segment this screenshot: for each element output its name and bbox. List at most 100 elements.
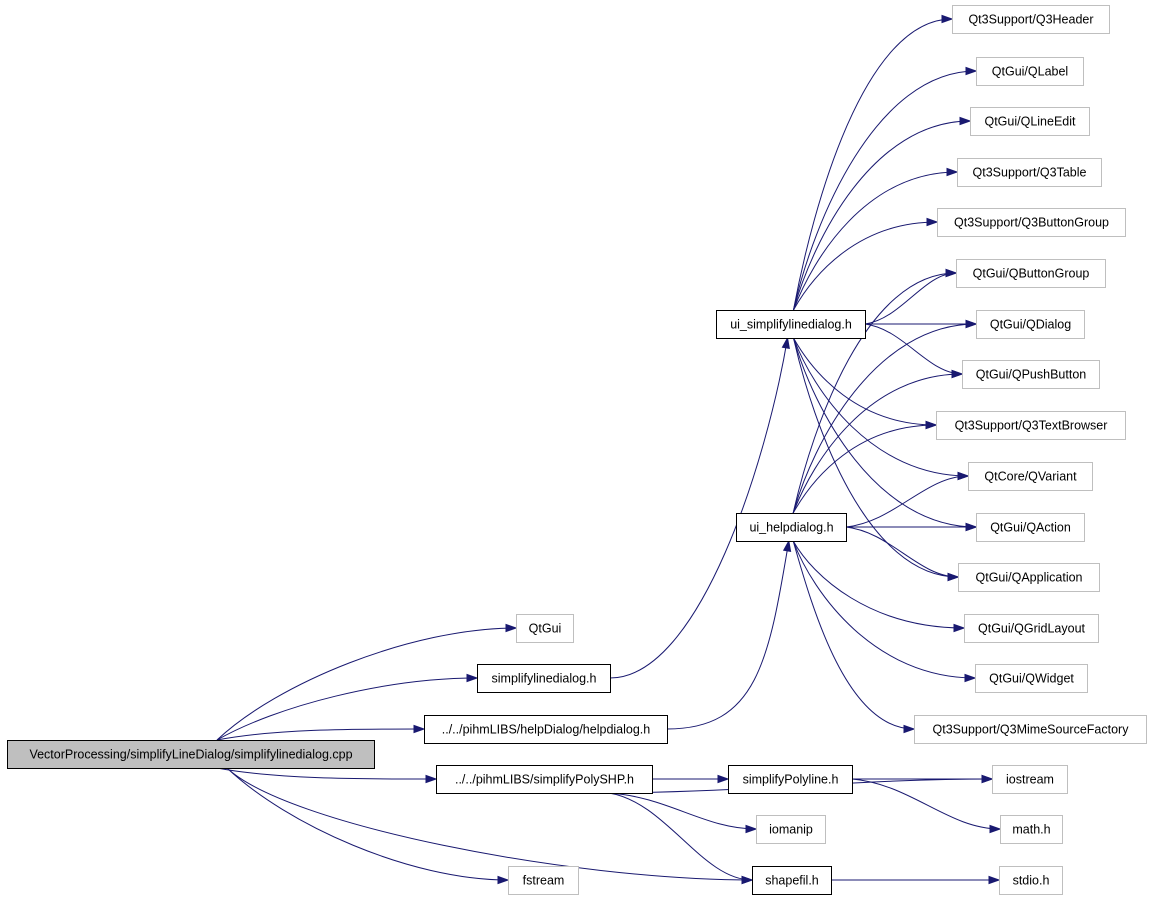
node-helpdialog-h[interactable]: ../../pihmLIBS/helpDialog/helpdialog.h <box>424 715 668 744</box>
arrowhead-icon <box>941 14 954 24</box>
arrowhead-icon <box>781 336 790 350</box>
edge-line <box>608 792 753 881</box>
edge-line <box>792 424 937 514</box>
node-box <box>970 107 1090 136</box>
node-simplifyPolyline-h[interactable]: simplifyPolyline.h <box>728 765 853 794</box>
arrowhead-icon <box>951 369 964 379</box>
node-iomanip: iomanip <box>756 815 826 844</box>
node-qbuttongroup: QtGui/QButtonGroup <box>956 259 1106 288</box>
node-label: iostream <box>1006 773 1054 787</box>
edge-ui_sld_h-to-q3buttongroup <box>793 217 939 311</box>
node-box <box>7 740 375 769</box>
edge-line <box>851 778 1001 830</box>
node-label: ../../pihmLIBS/helpDialog/helpdialog.h <box>442 723 651 737</box>
edge-line <box>792 272 957 514</box>
node-root[interactable]: VectorProcessing/simplifyLineDialog/simp… <box>7 740 375 769</box>
node-label: Qt3Support/Q3Header <box>968 13 1093 27</box>
edge-line <box>793 337 937 426</box>
arrowhead-icon <box>717 774 730 784</box>
edge-ui_help_h-to-qdialog <box>792 319 978 514</box>
arrowhead-icon <box>413 724 426 734</box>
node-ui-help-h[interactable]: ui_helpdialog.h <box>736 513 847 542</box>
node-label: QtGui/QWidget <box>989 672 1074 686</box>
node-box <box>756 815 826 844</box>
edge-line <box>864 272 957 325</box>
arrowhead-icon <box>959 116 972 126</box>
node-box <box>962 360 1100 389</box>
node-box <box>958 563 1100 592</box>
arrowhead-icon <box>425 774 438 784</box>
edge-line <box>609 337 789 679</box>
node-label: Qt3Support/Q3MimeSourceFactory <box>933 723 1130 737</box>
arrowhead-icon <box>965 319 978 329</box>
node-qgridlayout: QtGui/QGridLayout <box>964 614 1099 643</box>
arrowhead-icon <box>741 875 754 885</box>
node-box <box>716 310 866 339</box>
edges-layer <box>216 14 1002 885</box>
arrowhead-icon <box>989 824 1002 834</box>
node-math-h: math.h <box>1000 815 1063 844</box>
node-qvariant: QtCore/QVariant <box>968 462 1093 491</box>
edge-root-to-fstream <box>226 767 510 885</box>
node-label: Qt3Support/Q3Table <box>973 166 1087 180</box>
node-q3buttongroup: Qt3Support/Q3ButtonGroup <box>937 208 1126 237</box>
edge-ui_sld_h-to-qapplication <box>792 337 960 582</box>
edge-root-to-simplifyPolySHP_h <box>216 767 438 784</box>
edge-line <box>226 767 753 881</box>
edge-line <box>793 171 958 311</box>
edge-ui_sld_h-to-qlabel <box>792 66 978 311</box>
edge-ui_help_h-to-qaction <box>846 522 978 532</box>
node-q3mime: Qt3Support/Q3MimeSourceFactory <box>914 715 1147 744</box>
node-label: ui_simplifylinedialog.h <box>730 318 852 332</box>
edge-root-to-helpdialog_h <box>216 724 426 741</box>
node-ui-sld-h[interactable]: ui_simplifylinedialog.h <box>716 310 866 339</box>
node-box <box>477 664 611 693</box>
node-box <box>914 715 1147 744</box>
edge-root-to-qtgui <box>216 623 518 741</box>
node-iostream: iostream <box>992 765 1068 794</box>
node-box <box>957 158 1102 187</box>
edge-ui_sld_h-to-qvariant <box>793 337 970 481</box>
node-box <box>952 5 1110 34</box>
edge-line <box>216 728 425 741</box>
edge-simplifyPolySHP_h-to-iomanip <box>608 792 758 834</box>
edge-ui_help_h-to-q3mime <box>792 540 916 734</box>
node-stdio-h: stdio.h <box>999 866 1063 895</box>
arrowhead-icon <box>988 875 1001 885</box>
arrowhead-icon <box>926 217 939 227</box>
node-sld-h[interactable]: simplifylinedialog.h <box>477 664 611 693</box>
node-label: QtGui/QLabel <box>992 65 1068 79</box>
arrowhead-icon <box>782 539 792 553</box>
edge-line <box>793 337 969 477</box>
node-box <box>937 208 1126 237</box>
edge-line <box>792 337 977 528</box>
edge-ui_help_h-to-qbuttongroup <box>792 268 958 514</box>
arrowhead-icon <box>946 167 959 177</box>
arrowhead-icon <box>745 824 758 834</box>
node-box <box>752 866 832 895</box>
edge-ui_sld_h-to-q3textbrowser <box>793 337 938 430</box>
node-shapefil-h[interactable]: shapefil.h <box>752 866 832 895</box>
edge-line <box>216 627 517 741</box>
edge-ui_help_h-to-qpushbutton <box>792 369 964 514</box>
edge-ui_sld_h-to-q3table <box>793 167 959 311</box>
edge-line <box>792 540 976 679</box>
edge-sld_h-to-ui_sld_h <box>609 336 790 679</box>
node-box <box>975 664 1088 693</box>
node-label: Qt3Support/Q3ButtonGroup <box>954 216 1109 230</box>
node-label: QtGui/QApplication <box>976 571 1083 585</box>
node-box <box>999 866 1063 895</box>
arrowhead-icon <box>947 572 960 582</box>
edge-line <box>864 323 963 375</box>
arrowhead-icon <box>957 471 970 481</box>
edge-ui_help_h-to-q3textbrowser <box>792 420 938 514</box>
edge-line <box>792 18 953 311</box>
edge-simplifyPolySHP_h-to-simplifyPolyline_h <box>652 774 730 784</box>
node-box <box>436 765 653 794</box>
node-simplifyPolySHP-h[interactable]: ../../pihmLIBS/simplifyPolySHP.h <box>436 765 653 794</box>
node-box <box>516 614 574 643</box>
arrowhead-icon <box>925 420 938 430</box>
edge-simplifyPolyline_h-to-iostream <box>852 774 994 784</box>
node-label: VectorProcessing/simplifyLineDialog/simp… <box>29 748 352 762</box>
edge-root-to-sld_h <box>216 673 479 741</box>
